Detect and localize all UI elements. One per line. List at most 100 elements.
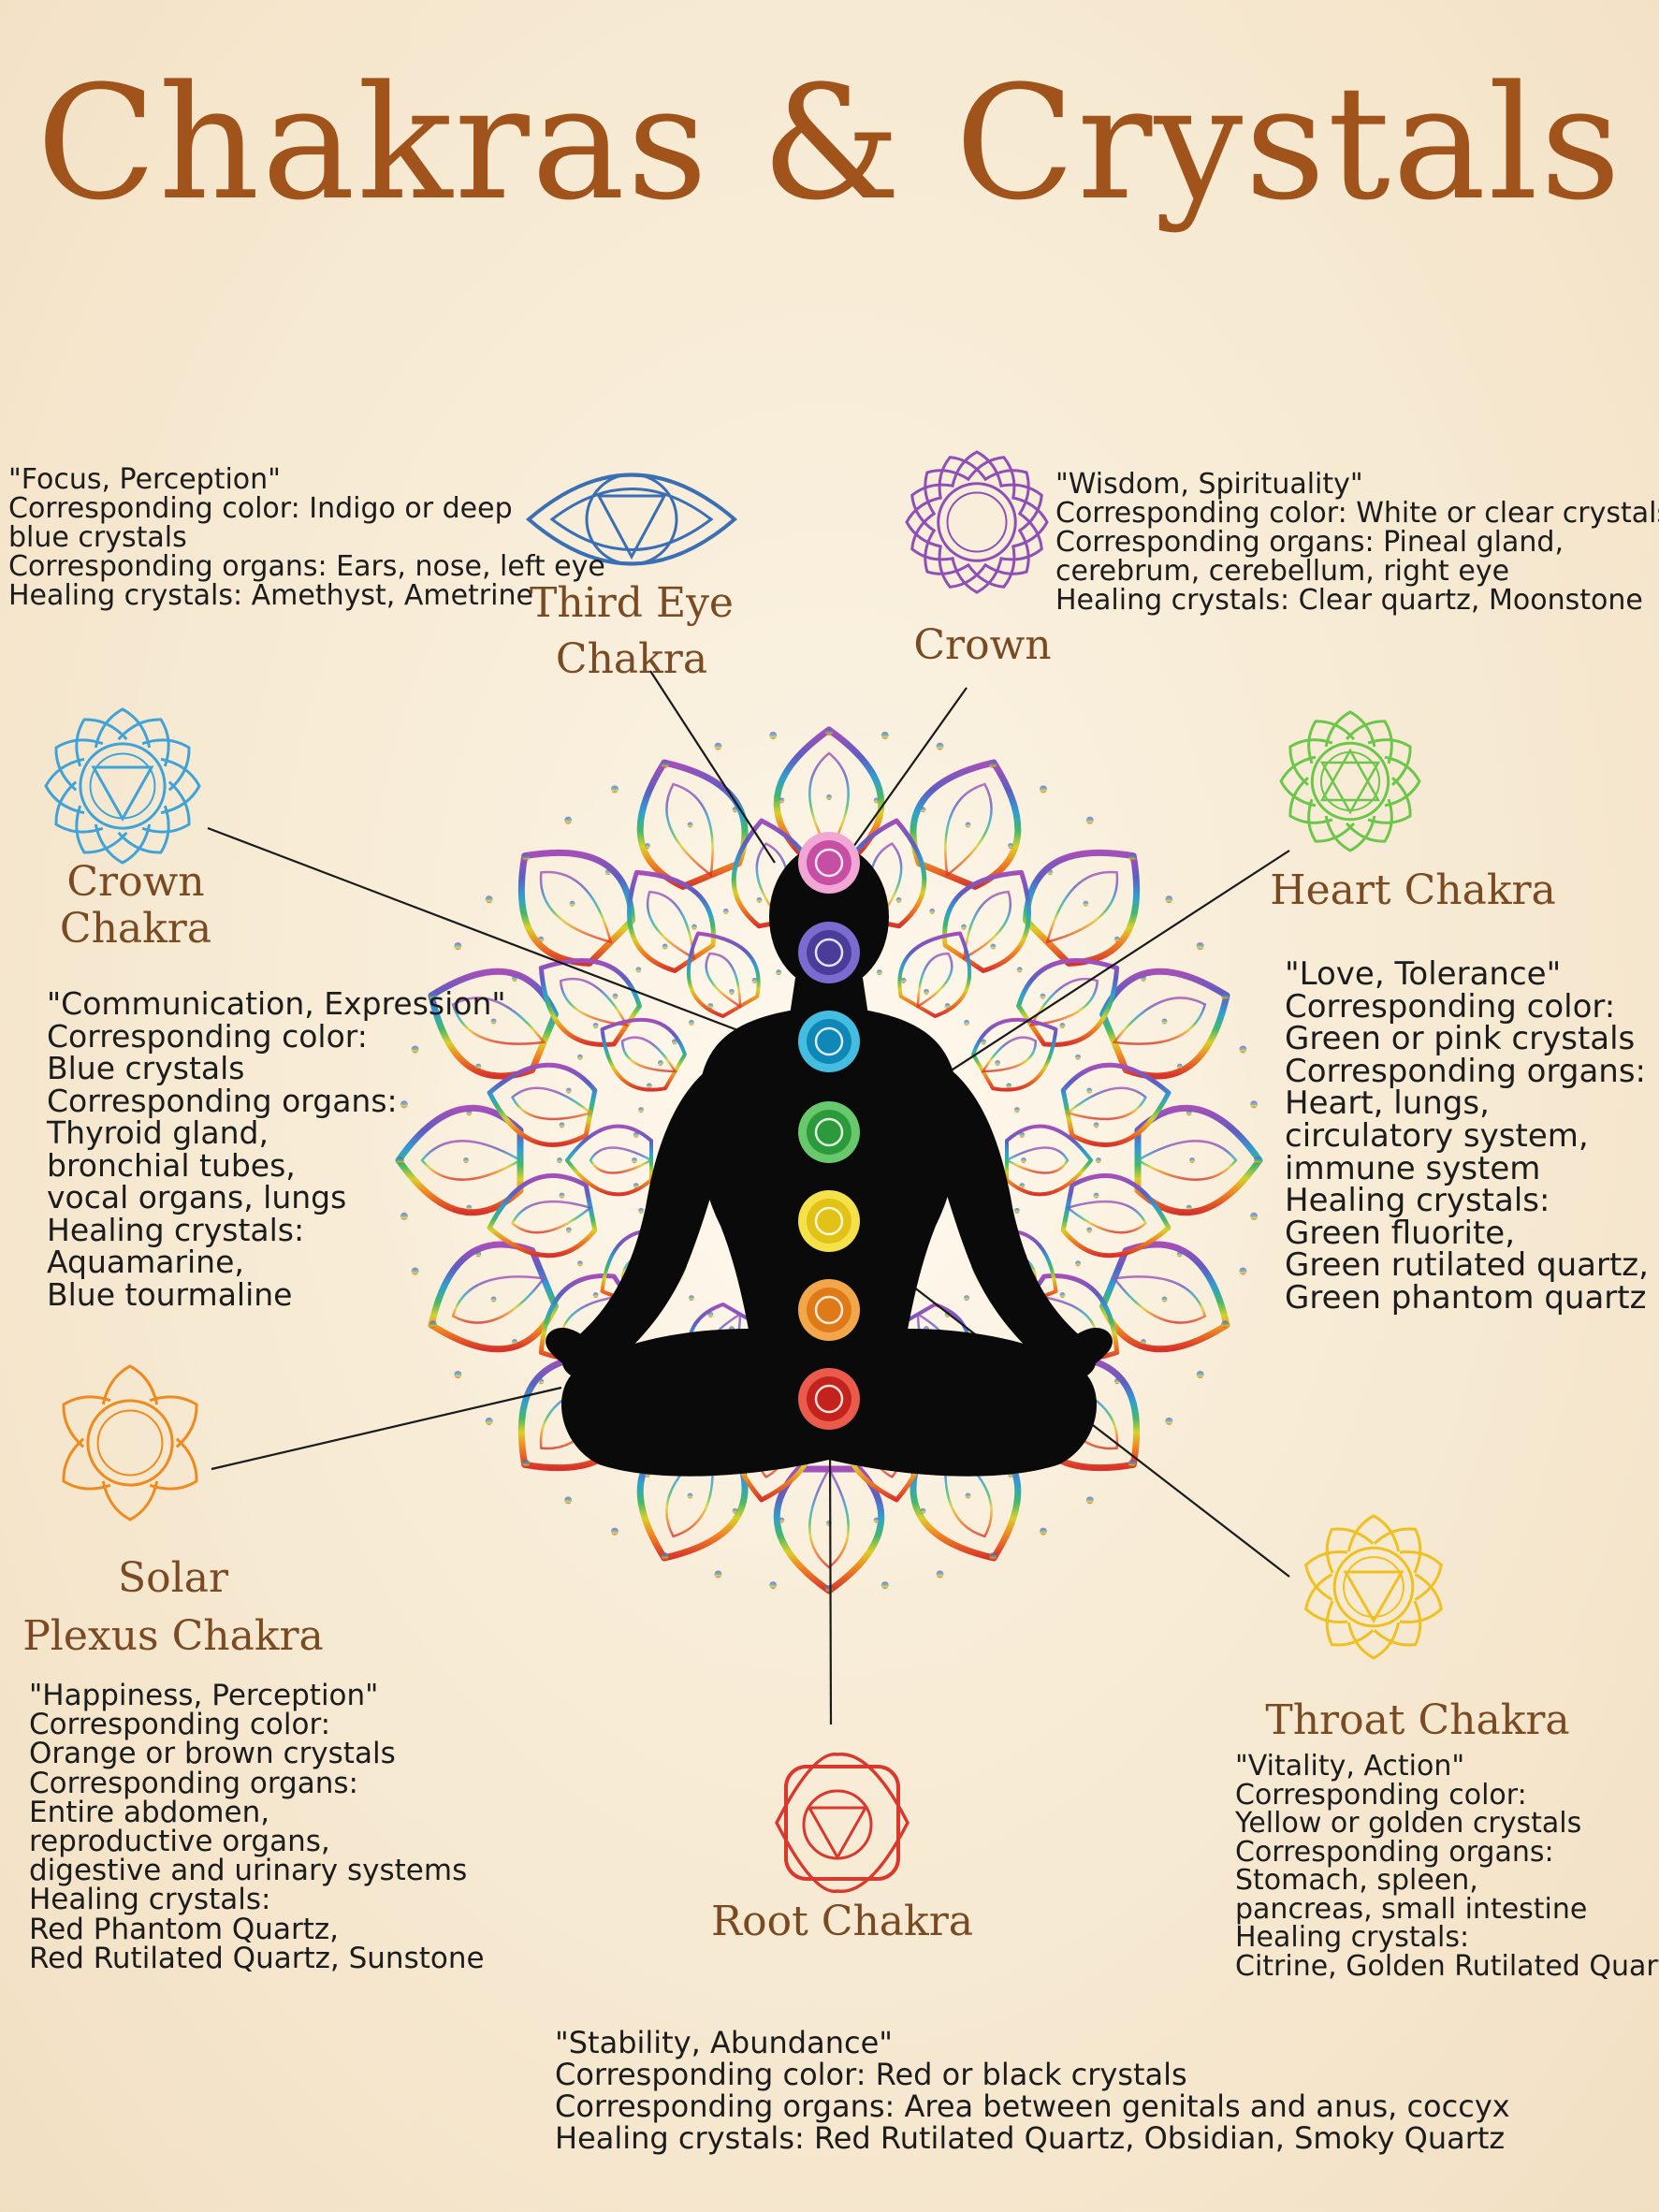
throat-line: pancreas, small intestine: [1235, 1892, 1588, 1926]
icon-petal: [1325, 1600, 1375, 1647]
throat-line: "Vitality, Action": [1235, 1750, 1465, 1783]
root-chakra-label: Root Chakra: [711, 1898, 973, 1945]
root-petals: [775, 1753, 910, 1893]
mandala-dot: [611, 785, 618, 793]
mandala-dot: [565, 1227, 572, 1233]
mandala-dot: [779, 1517, 785, 1523]
heart-chakra-label: Heart Chakra: [1270, 866, 1556, 914]
heart-line: Corresponding organs:: [1285, 1052, 1647, 1090]
blue-lotus-icon: [44, 707, 201, 865]
mandala-petal-inner: [916, 952, 953, 1009]
chakra-icons: [44, 450, 1443, 1893]
mandala-dot: [964, 1019, 970, 1026]
icon-petal: [160, 757, 201, 815]
chakra-dot-core: [807, 840, 851, 885]
icon-petal: [94, 823, 152, 865]
mandala-dot: [756, 896, 763, 903]
mandala-petal-inner: [646, 890, 696, 961]
mandala-dot: [662, 943, 668, 950]
mandala-dot: [1019, 1183, 1026, 1189]
mandala-dot: [1096, 1157, 1101, 1163]
crown-chakra-left-label: Crown Chakra: [59, 858, 212, 953]
mandala-dot: [776, 969, 782, 976]
icon-petal: [1279, 755, 1317, 808]
crown-line: Corresponding organs: Pineal gland,: [1055, 526, 1564, 559]
figure-neck: [790, 978, 868, 1015]
mandala-petal-inner: [1045, 870, 1119, 944]
mandala-petal-inner: [420, 1140, 523, 1181]
mandala-dot: [1086, 1227, 1093, 1233]
crown-left-line: Aquamarine,: [47, 1244, 244, 1280]
mandala-dot: [565, 1087, 572, 1094]
mandala-dot: [688, 1295, 694, 1302]
icon-petal: [141, 738, 191, 792]
icon-petal: [1345, 798, 1393, 843]
chakra-dot-symbol: [814, 1206, 844, 1236]
mandala-dot: [981, 1039, 987, 1045]
mandala-dot: [1075, 1260, 1082, 1267]
mandala-dot: [995, 1060, 1001, 1066]
icon-petal: [1367, 738, 1412, 787]
mandala-dot: [638, 1207, 645, 1214]
mandala-dot: [429, 1320, 437, 1329]
third-eye-line: Healing crystals: Amethyst, Ametrine: [8, 579, 533, 612]
mandala-dot: [454, 942, 462, 950]
heart-line: "Love, Tolerance": [1285, 955, 1562, 993]
mandala-dot: [1176, 1063, 1183, 1070]
icon-petal: [54, 780, 104, 834]
mandala-dot: [1128, 1459, 1136, 1467]
mandala-petal: [942, 869, 1031, 973]
mandala-petal: [686, 931, 761, 1018]
mandala-dot: [466, 1204, 473, 1211]
mandala-dot: [1083, 900, 1089, 907]
solar-line: Corresponding organs:: [29, 1766, 358, 1800]
icon-inner-ring: [946, 491, 1008, 553]
chakra-dot-core: [807, 1288, 851, 1332]
mandala-dot: [400, 1212, 408, 1220]
icon-petal: [75, 718, 128, 767]
mandala-dot: [522, 1459, 531, 1467]
heart-line: Heart, lungs,: [1285, 1084, 1490, 1123]
root-line: Healing crystals: Red Rutilated Quartz, …: [555, 2120, 1506, 2156]
icon-petal: [101, 1480, 159, 1521]
mandala-dot: [1221, 1320, 1230, 1329]
icon-petal: [1324, 815, 1376, 852]
mandala-dot: [564, 1496, 573, 1505]
mandala-dot: [661, 760, 669, 768]
mandala-dot: [900, 977, 907, 983]
leader-line: [649, 670, 776, 864]
icon-ring: [79, 742, 167, 830]
mandala-petal: [897, 931, 972, 1018]
crown-left-line: Corresponding color:: [47, 1017, 368, 1055]
mandala-dot: [965, 822, 971, 828]
mandala-dot: [485, 895, 493, 904]
chakra-dots: [798, 832, 860, 1430]
chakra-dot-core: [807, 1110, 851, 1155]
mandala-dot: [466, 1110, 473, 1116]
icon-petal: [1288, 776, 1333, 824]
icon-petal: [1304, 1550, 1348, 1601]
throat-chakra-description: "Vitality, Action" Corresponding color: …: [1235, 1750, 1659, 1981]
solar-line: Entire abdomen,: [29, 1795, 270, 1829]
icon-petal: [1307, 720, 1356, 764]
icon-petal: [983, 469, 1030, 516]
icon-petal: [1373, 1600, 1422, 1647]
throat-line: Corresponding organs:: [1235, 1835, 1554, 1869]
mandala-dot: [569, 900, 575, 907]
leader-lines: [207, 670, 1290, 1725]
mandala-dot: [929, 908, 936, 914]
mandala-dot: [522, 853, 531, 862]
mandala-dot: [825, 728, 833, 735]
mandala-dot: [880, 731, 889, 739]
icon-petal: [983, 529, 1030, 575]
third-eye-line: blue crystals: [8, 521, 187, 554]
mandala-dot: [429, 992, 437, 1000]
root-triangle: [807, 1806, 868, 1861]
mandala-dot: [1239, 1267, 1247, 1275]
mandala-dot: [732, 807, 738, 813]
crown-description: "Wisdom, Spirituality" Corresponding col…: [1055, 470, 1659, 615]
icon-petal: [938, 456, 988, 500]
hexagram-icon: [1319, 748, 1381, 815]
mandala-petal-inner: [589, 1146, 654, 1174]
crown-line: "Wisdom, Spirituality": [1055, 468, 1363, 501]
